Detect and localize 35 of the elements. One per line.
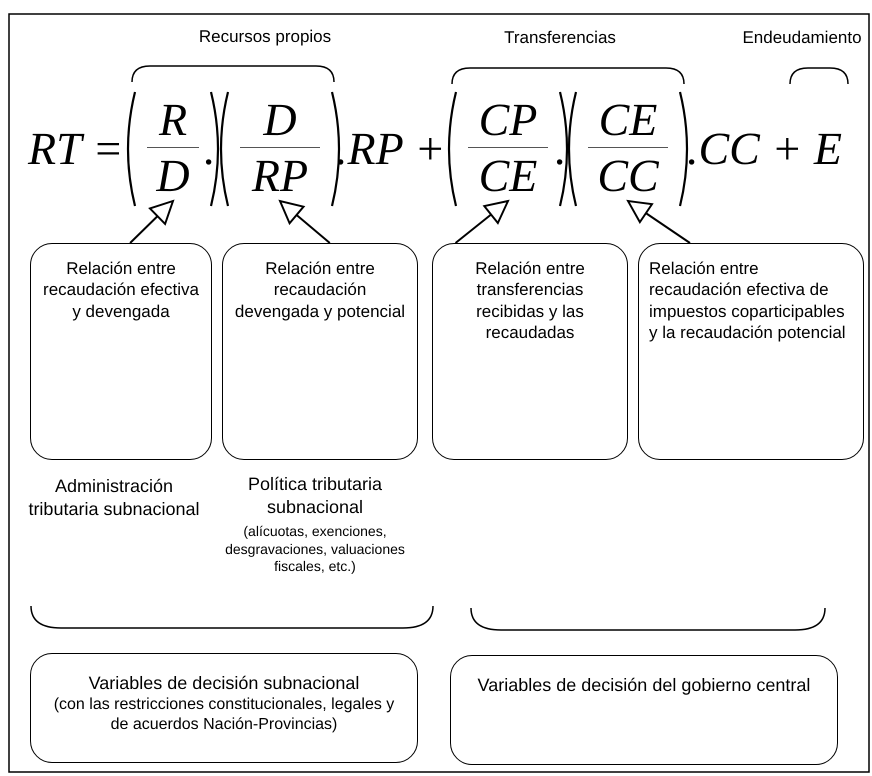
description-box xyxy=(30,653,418,763)
description-box xyxy=(638,243,864,460)
heading: Endeudamiento xyxy=(742,27,862,48)
category-note: (alícuotas, exenciones, desgravaciones, valuaciones fiscales, etc.) xyxy=(224,523,406,576)
numerator: CP xyxy=(478,97,538,143)
numerator: R xyxy=(158,97,188,143)
box-text: Relación entre recaudación efectiva de impuestos coparticipables y la recaudación potencial xyxy=(649,258,847,343)
numerator: CE xyxy=(598,97,658,143)
description-box xyxy=(222,243,418,460)
numerator: D xyxy=(262,97,298,143)
category-label: Administración tributaria subnacional xyxy=(28,475,200,520)
box-text: Variables de decisión del gobierno central xyxy=(476,674,812,696)
box-text: Variables de decisión subnacional xyxy=(88,672,360,694)
denominator: CC xyxy=(596,153,660,199)
heading: Transferencias xyxy=(503,27,617,48)
equation-text: . xyxy=(555,126,566,172)
equation-text: .CC + E xyxy=(687,126,842,172)
block-arrow xyxy=(279,200,330,244)
description-box xyxy=(30,243,212,460)
box-text: Relación entre transferencias recibidas y las recaudadas xyxy=(474,258,586,343)
category-label: Política tributaria subnacional xyxy=(246,473,384,518)
denominator: RP xyxy=(250,153,310,199)
box-note: (con las restricciones constitucionales, legales y de acuerdos Nación-Provincias) xyxy=(52,694,396,734)
equation-text: RT = xyxy=(28,126,124,172)
denominator: D xyxy=(154,153,191,199)
block-arrow xyxy=(129,200,174,244)
block-arrow xyxy=(454,200,509,244)
box-text: Relación entre recaudación devengada y potencial xyxy=(234,258,406,322)
block-arrow xyxy=(627,200,691,244)
heading: Recursos propios xyxy=(198,26,332,48)
description-box xyxy=(450,655,838,765)
box-text: Relación entre recaudación efectiva y devengada xyxy=(42,258,200,322)
denominator: CE xyxy=(478,153,538,199)
description-box xyxy=(432,243,628,460)
equation-text: . xyxy=(204,126,216,172)
